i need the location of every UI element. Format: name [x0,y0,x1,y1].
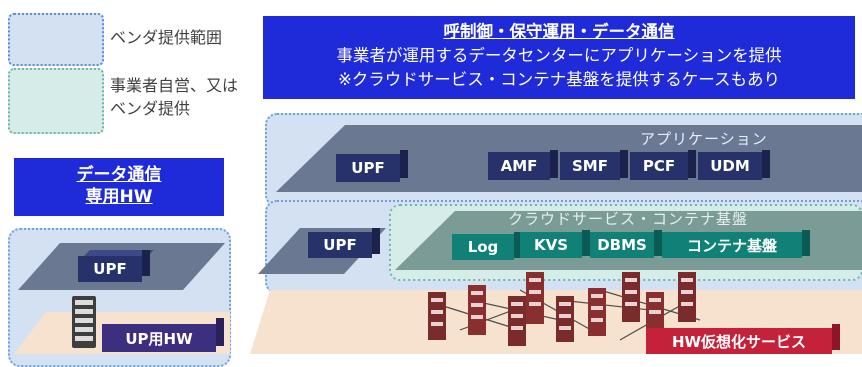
server-icon [588,288,606,336]
app-udm-box: UDM [698,150,770,180]
app-pcf-label: PCF [630,152,688,180]
left-server-icon [72,296,96,348]
cloud-dbms-box: DBMS [590,230,662,258]
cloud-log-box: Log [452,232,522,260]
banner-line2: 事業者が運用するデータセンターにアプリケーションを提供 [336,46,782,65]
banner-title: 呼制御・保守運用・データ通信 [443,22,675,41]
legend-operator-swatch [8,68,104,134]
dedicated-hw-title-line2: 専用HW [85,187,153,207]
cloud-container-label: コンテナ基盤 [662,232,802,258]
legend-operator-label-line2: ベンダ提供 [110,99,191,118]
app-upf-box: UPF [336,150,408,182]
left-upf-box: UPF [78,250,154,282]
legend-operator-label-line1: 事業者自営、又は [110,76,239,95]
dedicated-hw-title: データ通信 専用HW [14,158,224,216]
cloud-upf-box: UPF [308,228,380,258]
cloud-log-label: Log [452,234,514,260]
left-uphw-label: UP用HW [102,324,216,352]
server-icon [508,296,526,346]
app-layer-label: アプリケーション [640,130,768,148]
app-amf-box: AMF [488,150,558,180]
banner-line3: ※クラウドサービス・コンテナ基盤を提供するケースもあり [337,70,780,89]
cloud-kvs-label: KVS [520,232,582,258]
server-icon [556,296,574,342]
app-pcf-box: PCF [630,150,696,180]
server-cluster [428,272,701,346]
server-icon [678,272,696,322]
app-smf-label: SMF [560,152,620,180]
cloud-dbms-label: DBMS [590,232,654,258]
server-icon [468,285,486,335]
cloud-container-box: コンテナ基盤 [662,230,810,258]
legend-vendor-label: ベンダ提供範囲 [110,28,223,47]
left-uphw-box: UP用HW [102,318,224,352]
hw-virtualization-box: HW仮想化サービス [646,324,840,354]
legend-vendor-swatch [8,13,104,66]
app-udm-label: UDM [698,152,762,180]
server-icon [526,272,544,324]
server-icon [622,272,640,322]
cloud-kvs-box: KVS [520,230,590,258]
cloud-layer-label: クラウドサービス・コンテナ基盤 [508,210,749,228]
app-upf-label: UPF [336,154,400,182]
dedicated-hw-title-line1: データ通信 [76,165,162,185]
server-icon [428,292,446,340]
app-smf-box: SMF [560,150,628,180]
left-upf-label: UPF [78,256,142,282]
app-amf-label: AMF [488,152,550,180]
hw-virtualization-label: HW仮想化サービス [646,328,832,354]
top-banner: 呼制御・保守運用・データ通信 事業者が運用するデータセンターにアプリケーションを… [263,16,855,99]
server-icons [428,272,696,346]
cloud-upf-label: UPF [308,232,372,258]
